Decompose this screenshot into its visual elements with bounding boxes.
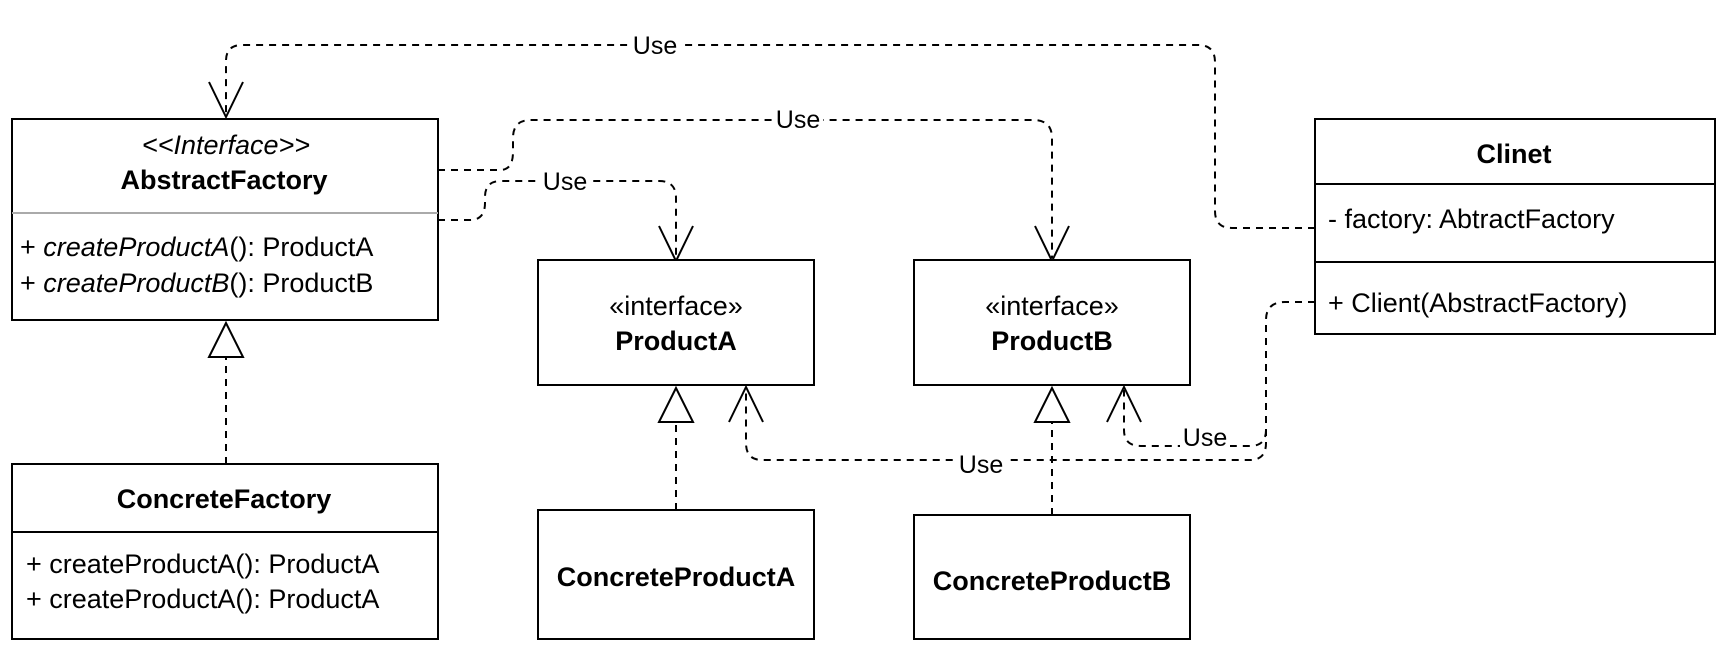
- productb-stereotype: «interface»: [985, 291, 1119, 321]
- client-to-productb-edge: [1123, 390, 1267, 447]
- realization-triangle-abstractfactory: [207, 320, 245, 358]
- concretefactory-method-2: + createProductA(): ProductA: [26, 584, 379, 614]
- class-abstractfactory: <<Interface>> AbstractFactory + createPr…: [11, 118, 439, 321]
- abstractfactory-to-productb-edge: [438, 119, 1053, 258]
- abstractfactory-title: AbstractFactory: [120, 165, 327, 195]
- producta-title: ProductA: [615, 326, 737, 356]
- concreteproductb-title: ConcreteProductB: [933, 566, 1172, 596]
- client-to-producta-edge: [745, 301, 1315, 461]
- use-label-producta: Use: [543, 168, 587, 196]
- use-label-productb: Use: [776, 106, 820, 134]
- concretefactory-title: ConcreteFactory: [117, 484, 332, 514]
- arrowhead-producta-lower: [728, 384, 764, 423]
- client-attribute: - factory: AbtractFactory: [1328, 204, 1615, 234]
- client-title: Clinet: [1476, 139, 1551, 169]
- client-operation: + Client(AbstractFactory): [1328, 288, 1627, 318]
- realization-triangle-productb: [1033, 385, 1071, 423]
- productb-title: ProductB: [991, 326, 1113, 356]
- class-concreteproductb: ConcreteProductB: [913, 514, 1191, 640]
- arrowhead-productb-lower: [1106, 384, 1142, 423]
- realization-triangle-producta: [657, 385, 695, 423]
- class-productb: «interface» ProductB: [913, 259, 1191, 386]
- arrowhead-abstractfactory: [208, 81, 244, 120]
- concretefactory-method-1: + createProductA(): ProductA: [26, 549, 379, 579]
- use-label-top: Use: [633, 32, 677, 60]
- class-producta: «interface» ProductA: [537, 259, 815, 386]
- client-to-abstractfactory-edge: [225, 44, 1315, 229]
- arrowhead-producta: [658, 225, 694, 264]
- abstractfactory-to-producta-edge: [438, 180, 677, 258]
- concreteproducta-title: ConcreteProductA: [557, 562, 796, 592]
- class-concretefactory: ConcreteFactory + createProductA(): Prod…: [11, 463, 439, 640]
- abstractfactory-method-b: + createProductB(): ProductB: [20, 268, 373, 298]
- abstractfactory-method-a: + createProductA(): ProductA: [20, 232, 373, 262]
- class-client: Clinet - factory: AbtractFactory + Clien…: [1314, 118, 1716, 335]
- class-concreteproducta: ConcreteProductA: [537, 509, 815, 640]
- producta-stereotype: «interface»: [609, 291, 743, 321]
- use-label-client-productb: Use: [1183, 424, 1227, 452]
- abstractfactory-stereotype: <<Interface>>: [142, 130, 310, 160]
- use-label-client-producta: Use: [959, 451, 1003, 479]
